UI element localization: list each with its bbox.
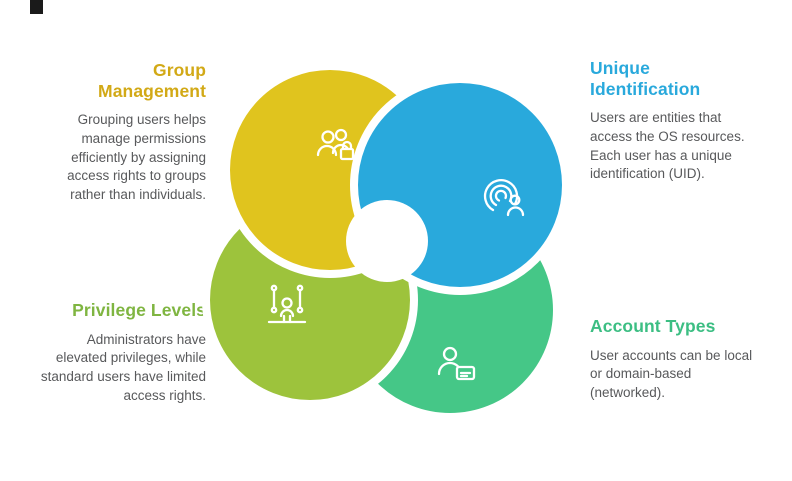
unique-identification-title: Unique Identification — [590, 58, 701, 99]
group-management-body: Grouping users helps manage permissions … — [67, 112, 206, 202]
group-management-title: Group Management — [98, 60, 206, 101]
unique-identification-body: Users are entities that access the OS re… — [590, 110, 745, 182]
venn-diagram — [202, 62, 570, 421]
user-card-icon — [437, 346, 476, 381]
section-unique-identification: Unique Identification Users are entities… — [590, 58, 760, 184]
account-types-body: User accounts can be local or domain-bas… — [590, 347, 753, 400]
section-privilege-levels: Privilege Levels Administrators have ele… — [34, 300, 206, 405]
fingerprint-user-icon — [483, 179, 525, 217]
center-hole — [346, 200, 428, 282]
corner-marker — [30, 0, 43, 14]
section-account-types: Account Types User accounts can be local… — [590, 316, 760, 403]
privilege-levels-title: Privilege Levels — [72, 300, 206, 320]
section-group-management: Group Management Grouping users helps ma… — [34, 60, 206, 204]
users-lock-icon — [316, 128, 355, 161]
privilege-levels-body: Administrators have elevated privileges,… — [40, 331, 206, 403]
hierarchy-user-icon — [267, 284, 307, 324]
account-types-title: Account Types — [590, 316, 716, 336]
